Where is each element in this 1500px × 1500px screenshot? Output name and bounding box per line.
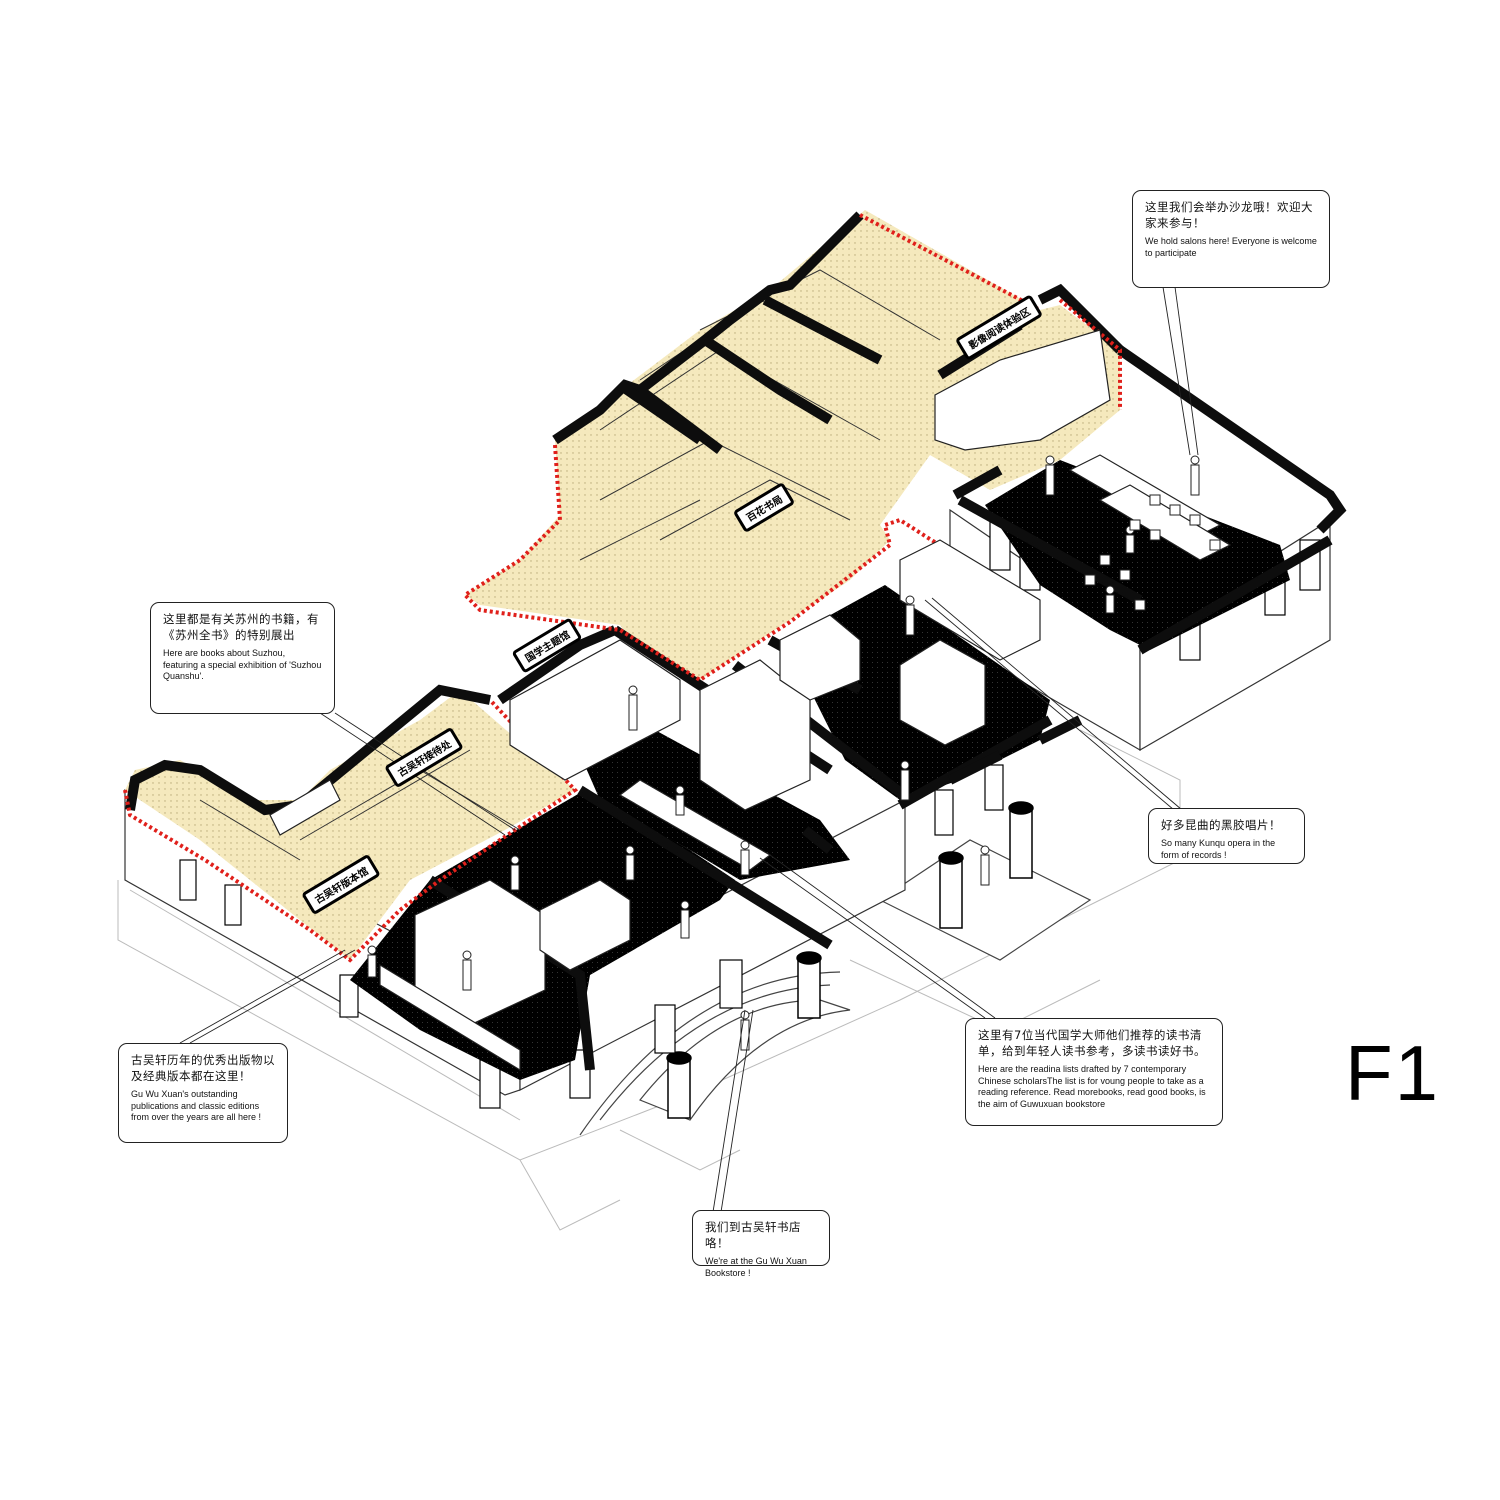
furniture	[269, 329, 1232, 1072]
callout-salon: 这里我们会举办沙龙哦！欢迎大家来参与！ We hold salons here!…	[1132, 190, 1330, 288]
upper-cream-zone	[465, 210, 1120, 680]
callout-salon-en: We hold salons here! Everyone is welcome…	[1145, 236, 1317, 258]
callout-arrival-zh: 我们到古吴轩书店咯！	[705, 1220, 801, 1250]
callout-kunqu-records-zh: 好多昆曲的黑胶唱片！	[1161, 818, 1281, 832]
figure	[367, 945, 377, 978]
section-walls	[125, 211, 1347, 1071]
callout-kunqu-records-en: So many Kunqu opera in the form of recor…	[1161, 838, 1276, 860]
callout-reading-lists: 这里有7位当代国学大师他们推荐的读书清单，给到年轻人读书参考，多读书读好书。 H…	[965, 1018, 1223, 1126]
floor-label: F1	[1345, 1029, 1441, 1117]
figure	[628, 685, 638, 731]
callout-editions-zh: 古吴轩历年的优秀出版物以及经典版本都在这里！	[131, 1053, 275, 1083]
left-cream-zone	[125, 690, 575, 960]
callout-reading-lists-zh: 这里有7位当代国学大师他们推荐的读书清单，给到年轻人读书参考，多读书读好书。	[978, 1028, 1206, 1058]
figure	[462, 950, 472, 991]
figure	[675, 785, 685, 816]
figure	[900, 760, 910, 801]
figure	[740, 840, 750, 876]
callout-editions: 古吴轩历年的优秀出版物以及经典版本都在这里！ Gu Wu Xuan's outs…	[118, 1043, 288, 1143]
salon-chairs	[1084, 494, 1221, 611]
middle-hall-floor	[565, 700, 850, 880]
callout-arrival-en: We're at the Gu Wu Xuan Bookstore !	[705, 1256, 807, 1278]
figure	[680, 900, 690, 939]
callout-arrival: 我们到古吴轩书店咯！ We're at the Gu Wu Xuan Books…	[692, 1210, 830, 1278]
callout-kunqu-records: 好多昆曲的黑胶唱片！ So many Kunqu opera in the fo…	[1148, 808, 1305, 864]
highlight-zones	[125, 210, 1120, 960]
figure	[625, 845, 635, 881]
zone-boundaries	[123, 213, 1122, 963]
figure	[905, 595, 915, 636]
figure	[980, 845, 990, 886]
callout-suzhou-books: 这里都是有关苏州的书籍，有《苏州全书》的特别展出 Here are books …	[150, 602, 335, 714]
figure	[1105, 585, 1115, 614]
callout-suzhou-books-zh: 这里都是有关苏州的书籍，有《苏州全书》的特别展出	[163, 612, 319, 642]
figures	[367, 455, 1200, 1051]
figure	[1190, 455, 1200, 496]
figure	[510, 855, 520, 891]
callout-salon-zh: 这里我们会举办沙龙哦！欢迎大家来参与！	[1145, 200, 1313, 230]
callout-editions-en: Gu Wu Xuan's outstanding publications an…	[131, 1089, 262, 1122]
leader-lines	[179, 286, 1199, 1213]
callout-suzhou-books-en: Here are books about Suzhou, featuring a…	[163, 648, 322, 681]
callout-reading-lists-en: Here are the readina lists drafted by 7 …	[978, 1064, 1206, 1109]
columns	[666, 801, 1034, 1119]
figure	[1045, 455, 1055, 496]
